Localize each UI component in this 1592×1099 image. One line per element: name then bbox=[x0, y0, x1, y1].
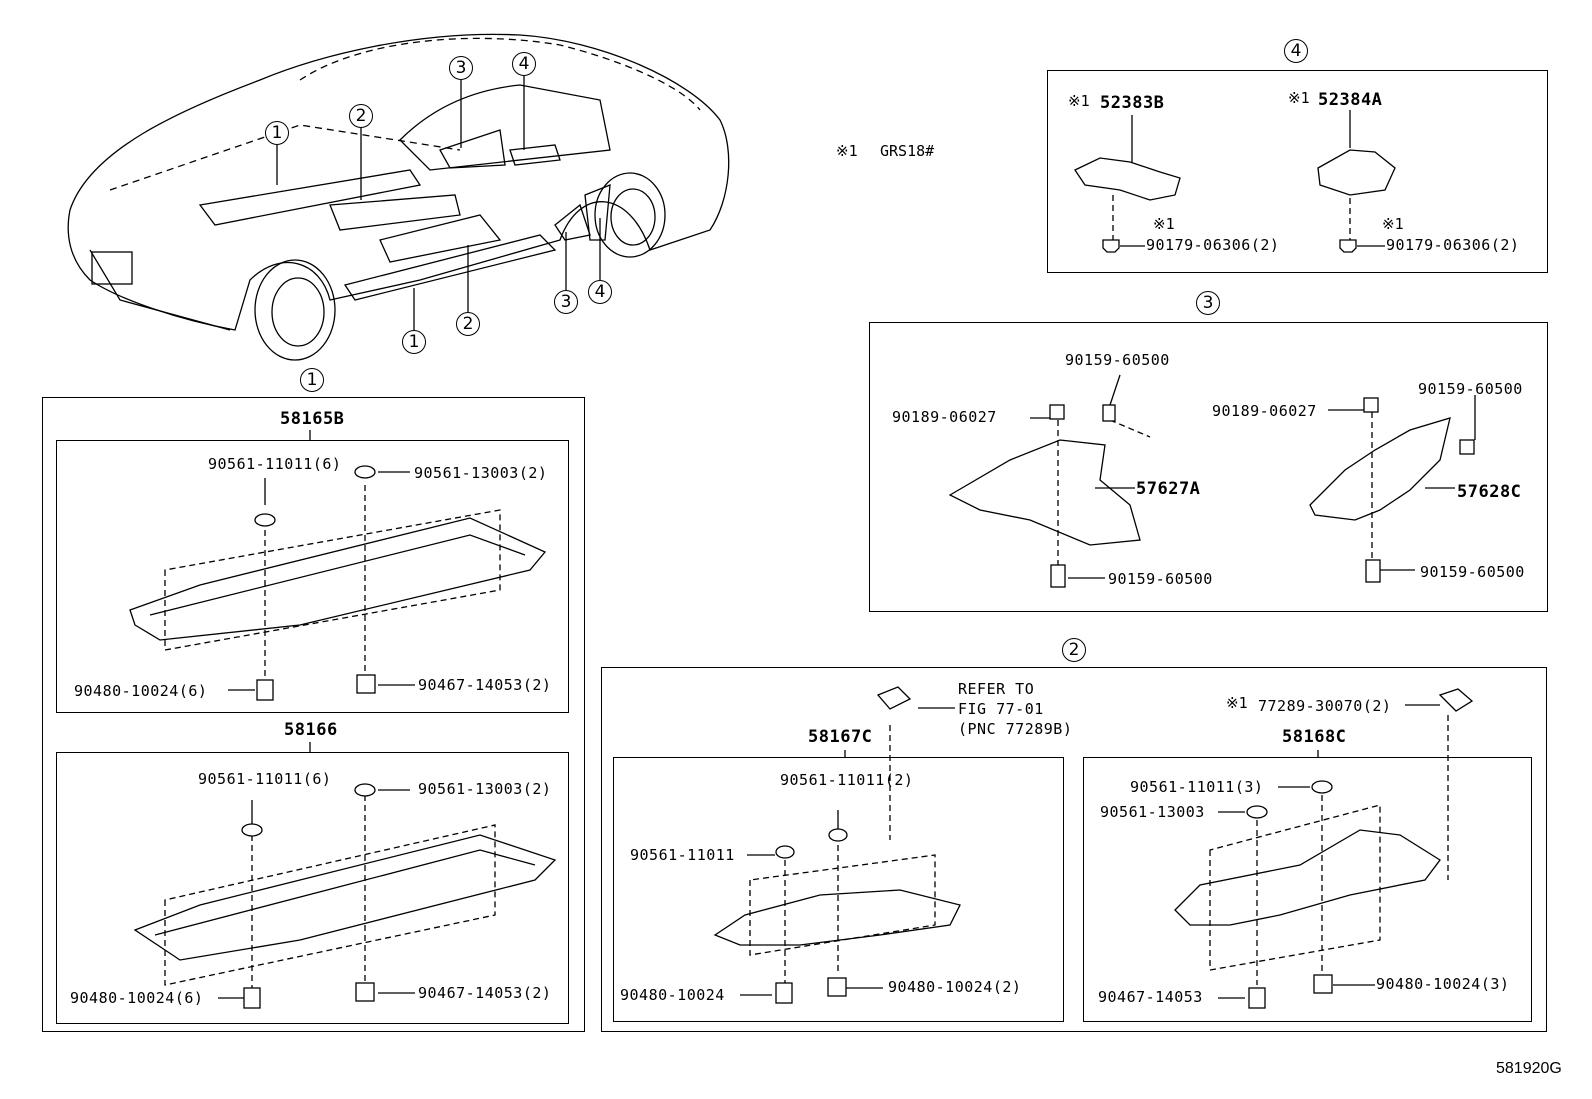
callout-4-group: 4 bbox=[1284, 39, 1308, 63]
car-front-bumper bbox=[89, 249, 231, 331]
car-cover-3a bbox=[439, 129, 506, 169]
callout-2-group: 2 bbox=[1062, 638, 1086, 662]
g2-clip-mark: ※1 bbox=[1226, 694, 1248, 712]
g2-right-screw-mid: 90561-13003 bbox=[1100, 803, 1205, 821]
g2-refer-line2: FIG 77-01 bbox=[958, 700, 1044, 718]
group3-box bbox=[869, 322, 1548, 612]
part-58166-shape bbox=[133, 834, 557, 961]
callout-4-car-a: 4 bbox=[512, 52, 536, 76]
g1-top-nut-left: 90480-10024(6) bbox=[74, 682, 208, 700]
group1-top-box bbox=[56, 440, 569, 713]
callout-4-car-b: 4 bbox=[588, 280, 612, 304]
group1-bottom-box bbox=[56, 752, 569, 1024]
callout-3-car-a: 3 bbox=[449, 56, 473, 80]
g1-bottom-screw-left: 90561-11011(6) bbox=[198, 770, 332, 788]
g2-left-title: 58167C bbox=[808, 727, 873, 747]
car-wheel-rear-inner bbox=[610, 188, 656, 246]
car-hood-dash bbox=[109, 124, 461, 191]
g3-left-title: 57627A bbox=[1136, 479, 1201, 499]
part-52383b-shape bbox=[1074, 157, 1181, 201]
g3-left-top-nut: 90189-06027 bbox=[892, 408, 997, 426]
g1-top-nut-right: 90467-14053(2) bbox=[418, 676, 552, 694]
g4-right-screw: 90179-06306(2) bbox=[1386, 236, 1520, 254]
g1-bottom-screw-right: 90561-13003(2) bbox=[418, 780, 552, 798]
g2-refer-line3: (PNC 77289B) bbox=[958, 720, 1073, 738]
g3-left-top-screw: 90159-60500 bbox=[1065, 351, 1170, 369]
group2-left-box bbox=[613, 757, 1064, 1022]
g4-left-sub-mark: ※1 bbox=[1153, 215, 1175, 233]
car-cover-2b bbox=[379, 214, 502, 263]
g2-left-screw-left: 90561-11011 bbox=[630, 846, 735, 864]
car-cover-2a bbox=[329, 194, 461, 231]
g1-bottom-title: 58166 bbox=[284, 720, 338, 740]
figure-code: 581920G bbox=[1496, 1060, 1562, 1077]
g3-left-bottom: 90159-60500 bbox=[1108, 570, 1213, 588]
g2-clip: 77289-30070(2) bbox=[1258, 697, 1392, 715]
group4-box bbox=[1047, 70, 1548, 273]
g2-left-screw-top: 90561-11011(2) bbox=[780, 771, 914, 789]
g2-refer-line1: REFER TO bbox=[958, 680, 1035, 698]
car-cover-1b bbox=[343, 234, 557, 301]
part-57627a-shape bbox=[948, 439, 1141, 546]
part-57628c-shape bbox=[1309, 417, 1451, 521]
part-58165b-shape bbox=[129, 517, 547, 641]
callout-3-group: 3 bbox=[1196, 291, 1220, 315]
car-cover-4a bbox=[509, 144, 561, 166]
part-58168c-shape bbox=[1174, 829, 1441, 926]
part-58167c-shape bbox=[713, 889, 961, 946]
g4-left-title: 52383B bbox=[1100, 93, 1165, 113]
g3-right-top-nut: 90189-06027 bbox=[1212, 402, 1317, 420]
g2-right-nut-left: 90467-14053 bbox=[1098, 988, 1203, 1006]
callout-2-car-a: 2 bbox=[349, 104, 373, 128]
car-outline bbox=[67, 33, 730, 331]
car-cover-4b bbox=[584, 184, 611, 241]
g1-top-screw-left: 90561-11011(6) bbox=[208, 455, 342, 473]
g4-right-title: 52384A bbox=[1318, 90, 1383, 110]
g2-left-nut-left: 90480-10024 bbox=[620, 986, 725, 1004]
car-cover-1a bbox=[198, 169, 422, 226]
g2-right-nut-right: 90480-10024(3) bbox=[1376, 975, 1510, 993]
part-52384a-shape bbox=[1317, 149, 1396, 196]
car-wheel-rear bbox=[594, 172, 666, 258]
g2-left-nut-right: 90480-10024(2) bbox=[888, 978, 1022, 996]
g4-left-mark: ※1 bbox=[1068, 92, 1090, 110]
car-cover-3b bbox=[554, 203, 591, 241]
g1-top-screw-right: 90561-13003(2) bbox=[414, 464, 548, 482]
g3-right-bottom: 90159-60500 bbox=[1420, 563, 1525, 581]
car-roof bbox=[299, 37, 701, 111]
g3-right-title: 57628C bbox=[1457, 482, 1522, 502]
g4-left-screw: 90179-06306(2) bbox=[1146, 236, 1280, 254]
g3-right-top-screw: 90159-60500 bbox=[1418, 380, 1523, 398]
group2-right-box bbox=[1083, 757, 1532, 1022]
car-wheel-front bbox=[254, 259, 336, 361]
g2-right-title: 58168C bbox=[1282, 727, 1347, 747]
car-window bbox=[399, 84, 611, 171]
group2-box bbox=[601, 667, 1547, 1032]
g1-bottom-nut-right: 90467-14053(2) bbox=[418, 984, 552, 1002]
callout-1-car-a: 1 bbox=[265, 121, 289, 145]
g1-bottom-nut-left: 90480-10024(6) bbox=[70, 989, 204, 1007]
car-wheel-front-inner bbox=[271, 277, 325, 347]
g2-right-screw-top: 90561-11011(3) bbox=[1130, 778, 1264, 796]
callout-3-car-b: 3 bbox=[554, 290, 578, 314]
note-mark: ※1 bbox=[836, 142, 858, 160]
group1-box bbox=[42, 397, 585, 1032]
callout-1-car-b: 1 bbox=[402, 330, 426, 354]
callout-1-group: 1 bbox=[300, 368, 324, 392]
callout-2-car-b: 2 bbox=[456, 312, 480, 336]
g4-right-mark: ※1 bbox=[1288, 89, 1310, 107]
g1-top-title: 58165B bbox=[280, 409, 345, 429]
g4-right-sub-mark: ※1 bbox=[1382, 215, 1404, 233]
note-text: GRS18# bbox=[880, 142, 935, 160]
car-plate bbox=[91, 251, 133, 285]
